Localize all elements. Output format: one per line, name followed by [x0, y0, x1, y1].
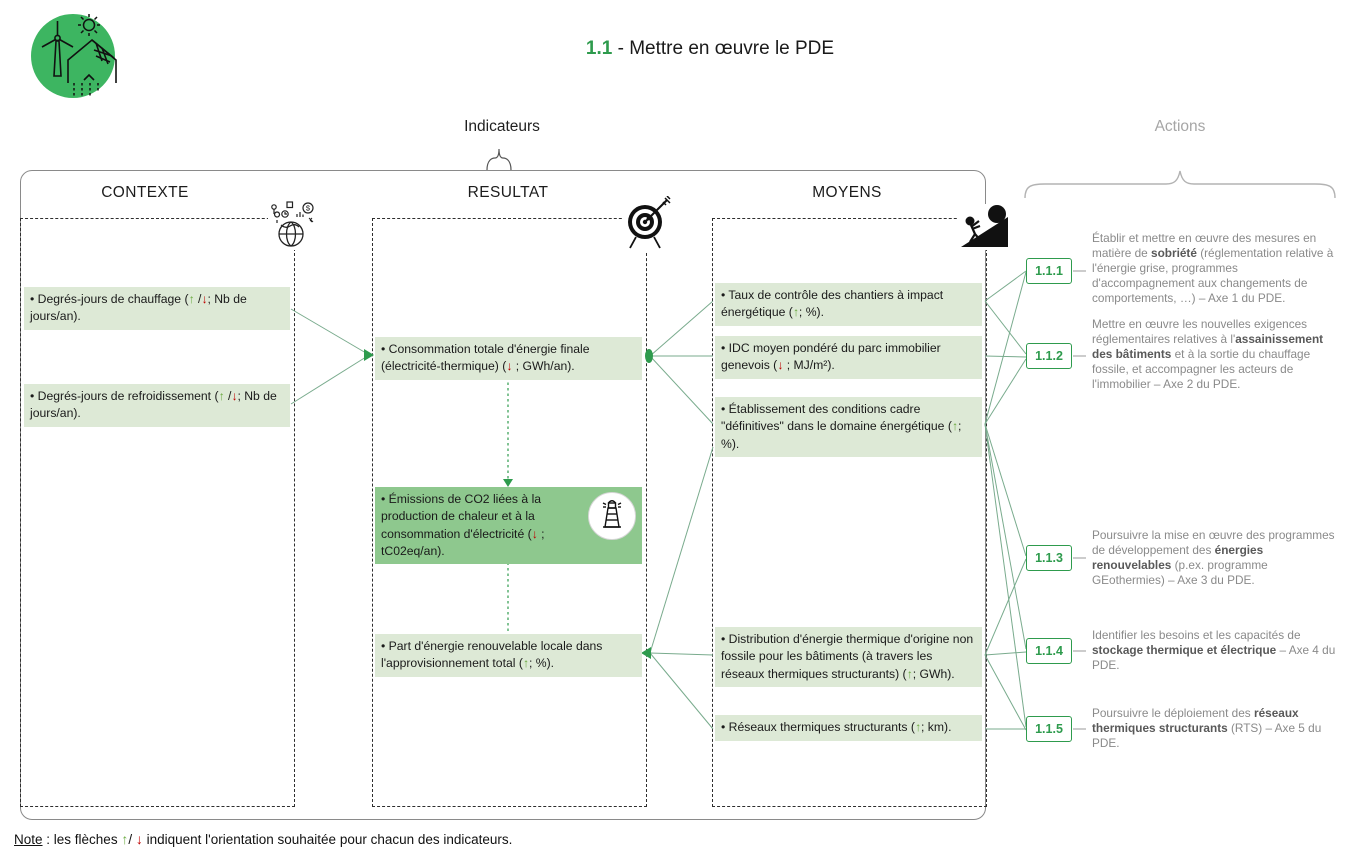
contexte-box	[20, 218, 295, 807]
indicateurs-header: Indicateurs	[464, 118, 540, 135]
indicator-distribution-thermique: • Distribution d'énergie thermique d'ori…	[715, 627, 982, 687]
indicator-emissions-co2: • Émissions de CO2 liées à la production…	[375, 487, 642, 565]
effort-icon	[958, 204, 1010, 250]
action-box-1-1-2: 1.1.2	[1026, 343, 1072, 369]
indicator-emissions-co2-text: • Émissions de CO2 liées à la production…	[381, 492, 545, 558]
target-icon	[622, 195, 672, 252]
actions-header: Actions	[1154, 118, 1206, 135]
resultat-column-title: RESULTAT	[467, 184, 549, 201]
indicator-degres-jours-refroidissement: • Degrés-jours de refroidissement (↑ /↓;…	[24, 384, 290, 427]
indicator-part-renouvelable: • Part d'énergie renouvelable locale dan…	[375, 634, 642, 677]
action-box-1-1-4: 1.1.4	[1026, 638, 1072, 664]
indicator-reseaux-thermiques: • Réseaux thermiques structurants (↑; km…	[715, 715, 982, 741]
moyens-column-title: MOYENS	[812, 184, 882, 201]
svg-text:$: $	[306, 204, 311, 213]
indicator-idc-moyen: • IDC moyen pondéré du parc immobilier g…	[715, 336, 982, 379]
action-text-1-1-2: Mettre en œuvre les nouvelles exigences …	[1092, 317, 1324, 391]
world-context-icon: $	[268, 198, 316, 250]
resultat-box	[372, 218, 647, 807]
action-text-1-1-5: Poursuivre le déploiement des réseaux th…	[1092, 706, 1322, 750]
indicator-consommation-energie: • Consommation totale d'énergie finale (…	[375, 337, 642, 380]
action-box-1-1-5: 1.1.5	[1026, 716, 1072, 742]
action-text-1-1-1: Établir et mettre en œuvre des mesures e…	[1092, 231, 1334, 305]
page-title: 1.1 - Mettre en œuvre le PDE	[585, 38, 835, 59]
indicator-taux-controle: • Taux de contrôle des chantiers à impac…	[715, 283, 982, 326]
lighthouse-icon	[588, 492, 636, 540]
action-text-1-1-4: Identifier les besoins et les capacités …	[1092, 628, 1336, 672]
note: Note : les flèches ↑/ ↓ indiquent l'orie…	[14, 831, 513, 847]
action-box-1-1-1: 1.1.1	[1026, 258, 1072, 284]
action-text-1-1-3: Poursuivre la mise en œuvre des programm…	[1092, 528, 1335, 587]
renewable-energy-logo	[30, 8, 118, 100]
indicateurs-brace	[486, 148, 512, 171]
actions-brace	[1024, 170, 1336, 199]
action-box-1-1-3: 1.1.3	[1026, 545, 1072, 571]
indicator-degres-jours-chauffage: • Degrés-jours de chauffage (↑ /↓; Nb de…	[24, 287, 290, 330]
contexte-column-title: CONTEXTE	[101, 184, 189, 201]
renewable-energy-logo-icon	[31, 14, 117, 98]
indicator-conditions-cadre: • Établissement des conditions cadre "dé…	[715, 397, 982, 457]
